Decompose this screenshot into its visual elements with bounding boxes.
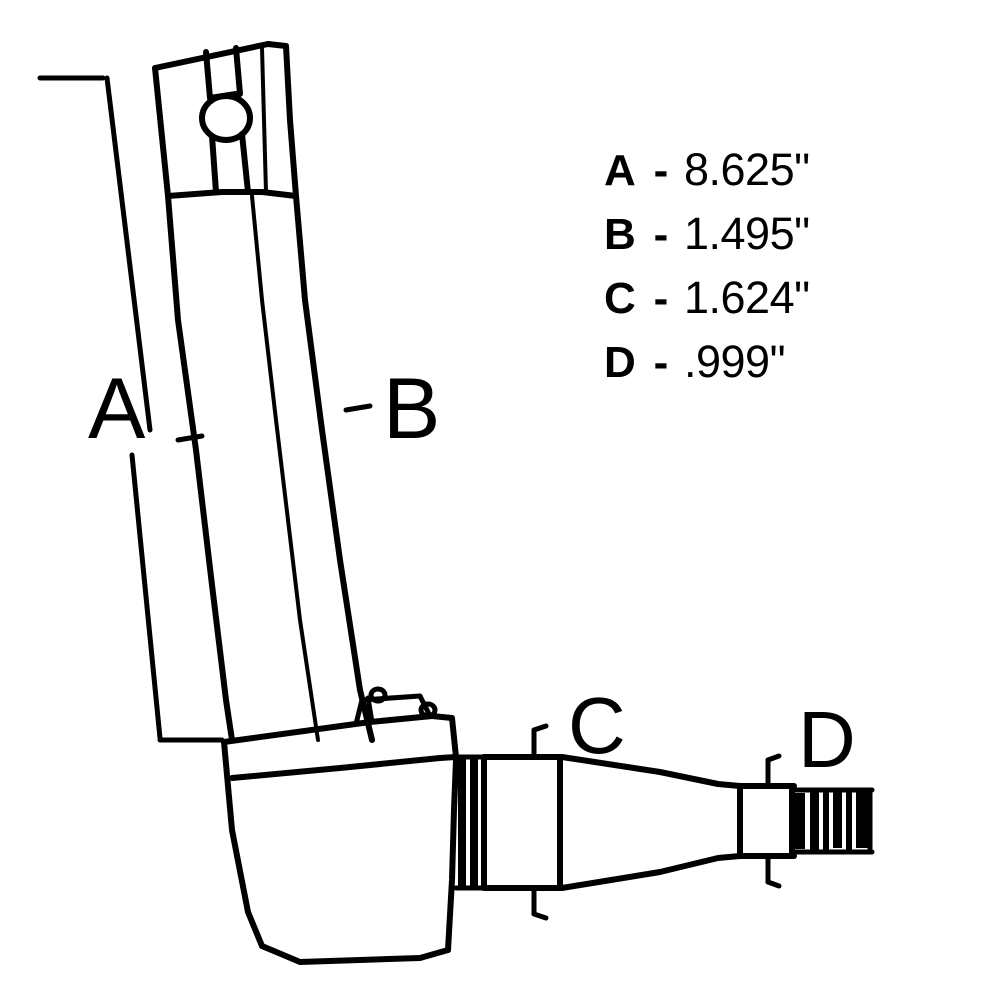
dimension-label-a: A [88, 361, 146, 457]
spindle-collar-line [165, 189, 299, 199]
legend-value: 1.624" [684, 272, 810, 323]
spindle-hub-body [221, 713, 459, 965]
dimension-line-a [37, 75, 225, 743]
spindle-top-boss [353, 686, 438, 727]
legend-row: B - 1.495" [604, 202, 934, 266]
legend-dash: - [653, 274, 669, 323]
legend-key: B [604, 210, 636, 259]
spindle-keyway-slot [199, 45, 253, 195]
legend-dash: - [653, 210, 669, 259]
legend-value: .999" [684, 336, 786, 387]
dimension-legend: A - 8.625" B - 1.495" C - 1.624" D - .99… [604, 138, 934, 394]
legend-row: A - 8.625" [604, 138, 934, 202]
dimension-arrows-c [531, 723, 549, 921]
shaft-taper-section [559, 754, 743, 891]
legend-row: C - 1.624" [604, 266, 934, 330]
threaded-end [791, 787, 875, 855]
legend-key: C [604, 274, 636, 323]
legend-value: 1.495" [684, 208, 810, 259]
legend-dash: - [653, 338, 669, 387]
dimension-label-d: D [798, 695, 856, 784]
shaft-bearing-section [481, 754, 565, 891]
legend-key: D [604, 338, 636, 387]
spindle-arm-inner-line [250, 46, 320, 742]
bearing-flange-bands [453, 754, 487, 891]
dimension-label-b: B [383, 361, 441, 457]
legend-value: 8.625" [684, 144, 810, 195]
dimension-ticks-b [175, 403, 373, 443]
dimension-arrows-d [765, 753, 782, 889]
legend-key: A [604, 146, 636, 195]
legend-row: D - .999" [604, 330, 934, 394]
legend-dash: - [653, 146, 669, 195]
shaft-tip-section [737, 783, 797, 859]
dimension-label-c: C [568, 681, 626, 770]
